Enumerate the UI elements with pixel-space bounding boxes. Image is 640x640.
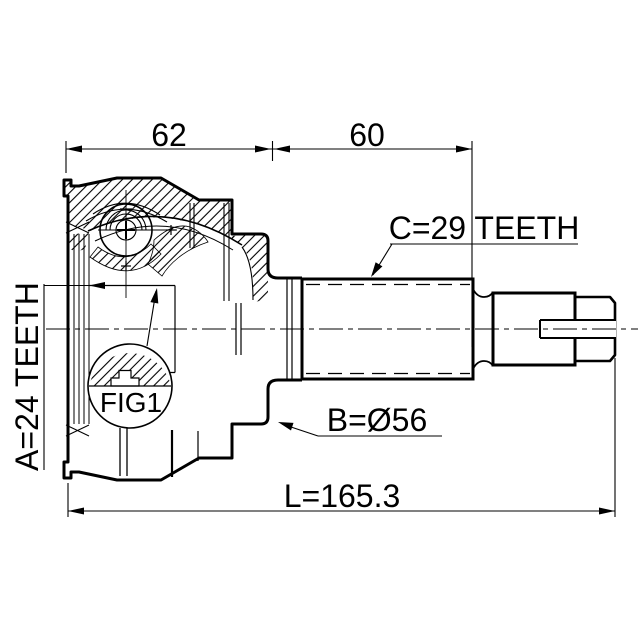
diameter-label: B=Ø56	[327, 402, 428, 438]
ball-bearing	[85, 190, 177, 298]
outer-spline-label: C=29 TEETH	[389, 210, 580, 246]
dim-60-label: 60	[349, 117, 385, 153]
dim-62-label: 62	[151, 117, 187, 153]
dimension-arrows	[66, 145, 615, 515]
fig1-leader-arrow	[150, 288, 159, 304]
spline-tooth-profile	[110, 369, 140, 387]
fig1-label: FIG1	[100, 387, 162, 418]
stub-shaft	[300, 277, 617, 381]
section-hatching	[64, 178, 268, 302]
boot-groove-lines	[119, 428, 199, 477]
fig1-detail: FIG1	[87, 288, 173, 429]
length-label: L=165.3	[284, 478, 401, 514]
inner-spline-label: A=24 TEETH	[9, 282, 45, 471]
